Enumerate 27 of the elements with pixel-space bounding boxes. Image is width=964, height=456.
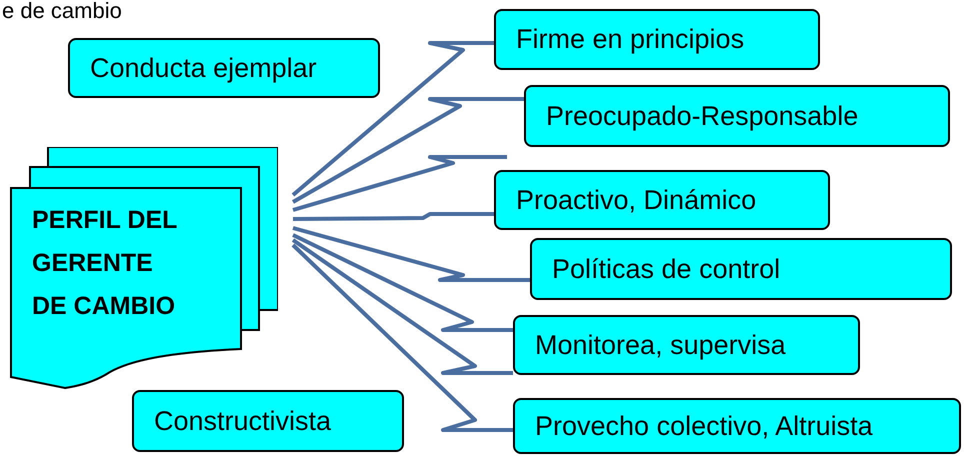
trait-label: Políticas de control	[552, 254, 780, 284]
connector-line	[292, 233, 513, 332]
trait-label: Provecho colectivo, Altruista	[535, 410, 873, 442]
trait-box	[494, 9, 820, 70]
connector-line	[292, 226, 530, 282]
connector-line	[292, 238, 513, 375]
connector-line	[292, 244, 513, 432]
connector-line	[292, 212, 494, 221]
connector-line	[292, 41, 494, 197]
trait-box	[524, 85, 950, 147]
multi-document-shape	[10, 147, 278, 392]
trait-box	[132, 390, 404, 452]
document-title: PERFIL DEL GERENTE DE CAMBIO	[32, 205, 178, 322]
trait-box	[530, 238, 952, 300]
trait-label: Preocupado-Responsable	[546, 100, 858, 132]
title-fragment: e de cambio	[2, 0, 122, 24]
trait-label: Firme en principios	[516, 24, 744, 55]
connector-line	[292, 97, 524, 204]
trait-box	[513, 398, 961, 454]
trait-label: Constructivista	[154, 406, 332, 436]
trait-label: Proactivo, Dinámico	[516, 184, 756, 216]
trait-box	[68, 38, 380, 98]
trait-box	[513, 315, 860, 375]
trait-label: Monitorea, supervisa	[535, 330, 786, 360]
trait-label: Conducta ejemplar	[90, 52, 317, 84]
connector-line	[292, 155, 507, 212]
trait-box	[494, 170, 830, 230]
